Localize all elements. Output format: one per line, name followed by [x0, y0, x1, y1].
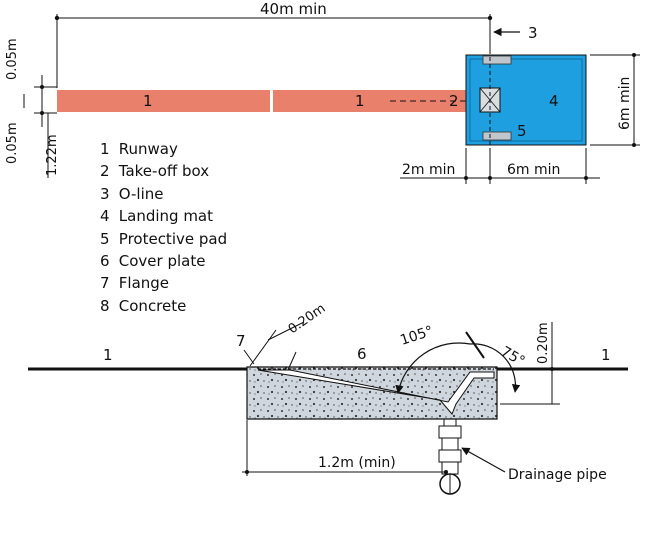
legend-label: Runway	[118, 140, 178, 158]
legend-item: 3 O-line	[100, 183, 227, 205]
dim-dot	[40, 85, 44, 89]
dim-width-label: 1.22m	[45, 134, 60, 176]
protective-pad-top	[482, 55, 512, 65]
callout-mat: 4	[549, 92, 559, 110]
dim-dot	[40, 111, 44, 115]
dim-length-label: 40m min	[260, 0, 327, 18]
legend-label: O-line	[118, 184, 164, 203]
runway-segment-b	[273, 90, 487, 112]
top-view: 40m min 1 1 2 0.05m 0.05m 1.22m 3	[5, 0, 640, 184]
legend-item: 4 Landing mat	[100, 205, 227, 227]
concrete-block	[246, 366, 498, 420]
dim-dot	[550, 367, 554, 371]
dim-box-to-mat-label: 2m min	[402, 162, 455, 178]
legend-item: 8 Concrete	[100, 295, 227, 317]
legend-item: 6 Cover plate	[100, 250, 227, 272]
legend-label: Flange	[118, 274, 170, 293]
drain-pipe-segment	[441, 437, 459, 451]
dim-dot	[444, 470, 448, 474]
dim-dot	[487, 15, 493, 21]
flange-extension	[249, 329, 277, 367]
dim-dot	[245, 470, 249, 474]
drain-coupling	[438, 449, 462, 463]
legend-label: Landing mat	[118, 207, 214, 226]
landing-mat-inner	[469, 58, 583, 142]
dim-dot	[488, 176, 492, 180]
angle-tick	[465, 331, 485, 359]
angle-arc-75	[469, 343, 521, 393]
callout-takeoff: 2	[449, 92, 459, 110]
drain-coupling	[438, 425, 462, 439]
legend-num: 3	[100, 184, 110, 203]
angle-a-label: 105°	[398, 323, 435, 349]
runway-segment-a	[57, 90, 270, 112]
legend-label: Protective pad	[118, 229, 228, 248]
callout-flange: 7	[236, 332, 246, 350]
dim-dot	[632, 143, 636, 147]
angle-b-label: 75°	[498, 344, 528, 370]
dim-thick-top-label: 0.05m	[5, 38, 20, 80]
drain-label: Drainage pipe	[508, 467, 607, 483]
dim-thick-bottom-label: 0.05m	[5, 122, 20, 164]
callout-runway-left: 1	[103, 346, 113, 364]
legend-num: 2	[100, 162, 110, 181]
dim-mat-length-label: 6m min	[617, 77, 633, 130]
dim-flange-label: 0.20m	[286, 301, 329, 337]
legend-num: 7	[100, 274, 110, 293]
callout-oline: 3	[528, 24, 538, 42]
legend-num: 1	[100, 140, 110, 158]
dim-dot	[54, 15, 60, 21]
protective-pad-bottom	[482, 131, 512, 141]
legend-label: Cover plate	[118, 252, 206, 271]
legend-item: 7 Flange	[100, 272, 227, 294]
flange-extension	[287, 351, 297, 371]
dim-box-length-label: 1.2m (min)	[318, 455, 396, 471]
callout-runway-a: 1	[143, 92, 153, 110]
angle-arc-105	[395, 342, 471, 394]
takeoff-box-cavity	[257, 369, 495, 415]
dim-dot	[464, 176, 468, 180]
flange-leader	[243, 349, 255, 365]
callout-runway-right: 1	[601, 346, 611, 364]
callout-cover: 6	[357, 345, 367, 363]
flange-dim-line	[267, 321, 305, 341]
legend-item: 1 Runway	[100, 138, 227, 160]
legend-num: 4	[100, 207, 110, 226]
legend-item: 5 Protective pad	[100, 228, 227, 250]
legend-num: 5	[100, 229, 110, 248]
dim-mat-width-label: 6m min	[507, 162, 560, 178]
dim-dot	[584, 176, 588, 180]
legend: 1 Runway 2 Take-off box 3 O-line 4 Landi…	[100, 138, 227, 317]
dim-dot	[632, 53, 636, 57]
callout-runway-b: 1	[355, 92, 365, 110]
legend-item: 2 Take-off box	[100, 160, 227, 182]
section-view: 1 1 6 0.20m 7 105° 75° 0.20m	[28, 301, 628, 495]
legend-num: 6	[100, 252, 110, 271]
drain-leader	[461, 447, 506, 473]
legend-label: Concrete	[118, 296, 187, 315]
dim-depth-label: 0.20m	[536, 322, 551, 364]
legend-num: 8	[100, 296, 110, 315]
callout-pad: 5	[517, 122, 527, 140]
legend-label: Take-off box	[118, 162, 210, 181]
